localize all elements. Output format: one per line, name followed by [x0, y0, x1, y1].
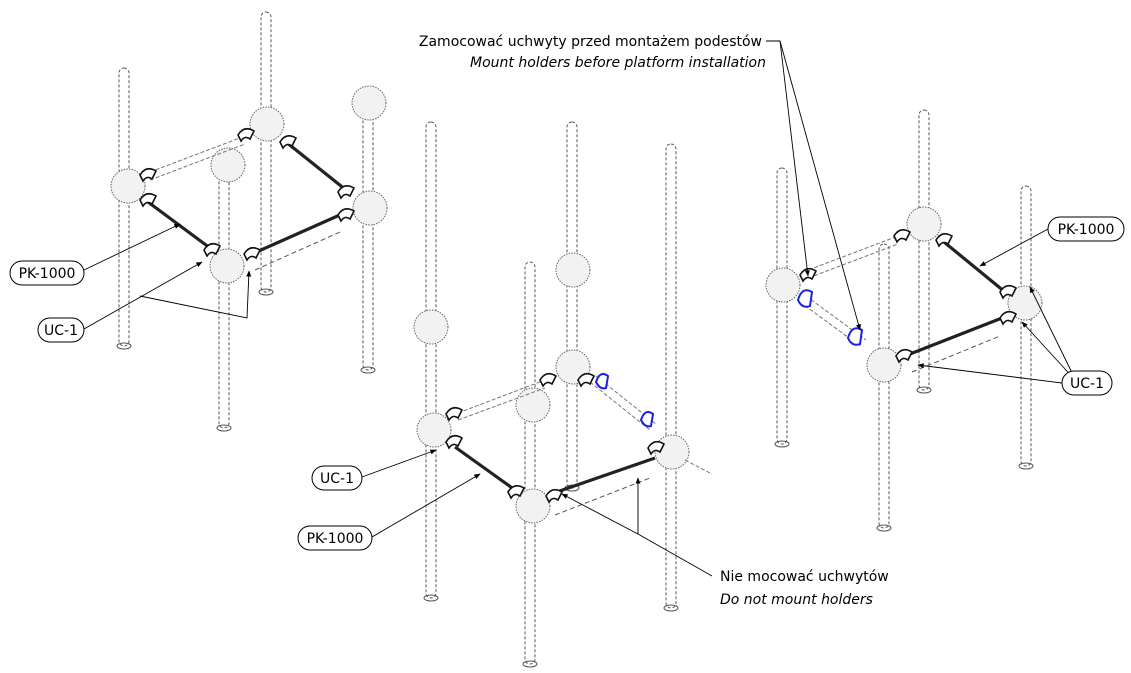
posts-left: [116, 11, 376, 432]
holders-left: [139, 127, 356, 262]
svg-text:Nie mocować uchwytów: Nie mocować uchwytów: [720, 569, 889, 585]
tag-uc-left: UC-1: [37, 317, 85, 343]
svg-text:PK-1000: PK-1000: [19, 266, 76, 282]
svg-text:Mount holders before platform: Mount holders before platform installati…: [470, 55, 766, 71]
svg-text:UC-1: UC-1: [1070, 376, 1104, 392]
blue-holder-icon: [846, 327, 864, 346]
connectors-right: [765, 206, 1043, 383]
leaders-right: [766, 40, 1077, 384]
tag-uc-middle: UC-1: [311, 465, 363, 491]
posts-middle: [423, 121, 679, 668]
note-mount-before: Zamocować uchwyty przed montażem podestó…: [419, 34, 766, 71]
assembly-left: PK-1000 UC-1: [9, 11, 388, 432]
holders-middle: [445, 372, 666, 504]
leaders-middle: [361, 449, 713, 577]
holders-right: [796, 228, 1018, 364]
beams-middle: [454, 375, 713, 516]
tag-pk-left: PK-1000: [9, 260, 85, 286]
svg-text:UC-1: UC-1: [44, 323, 78, 339]
connectors-middle: [413, 252, 690, 524]
blue-holder-icon: [594, 373, 610, 390]
posts-right: [774, 109, 1034, 532]
svg-text:PK-1000: PK-1000: [307, 531, 364, 547]
blue-holder-icon: [796, 289, 814, 308]
connectors-left: [110, 85, 388, 284]
assembly-middle: UC-1 PK-1000 Nie mocować uchwytów Do not…: [297, 121, 889, 668]
tag-uc-right: UC-1: [1061, 370, 1113, 396]
svg-text:UC-1: UC-1: [320, 471, 354, 487]
svg-text:Do not mount holders: Do not mount holders: [720, 592, 873, 608]
svg-text:PK-1000: PK-1000: [1058, 222, 1115, 238]
leaders-left: [83, 223, 252, 330]
note-no-mount: Nie mocować uchwytów Do not mount holder…: [720, 569, 889, 608]
tag-pk-middle: PK-1000: [297, 525, 373, 551]
svg-text:Zamocować uchwyty przed montaż: Zamocować uchwyty przed montażem podestó…: [419, 34, 762, 50]
blue-holder-icon: [639, 411, 655, 428]
assembly-right: PK-1000 UC-1 Zamocować uchwyty przed mon…: [419, 34, 1125, 532]
tag-pk-right: PK-1000: [1047, 216, 1125, 242]
